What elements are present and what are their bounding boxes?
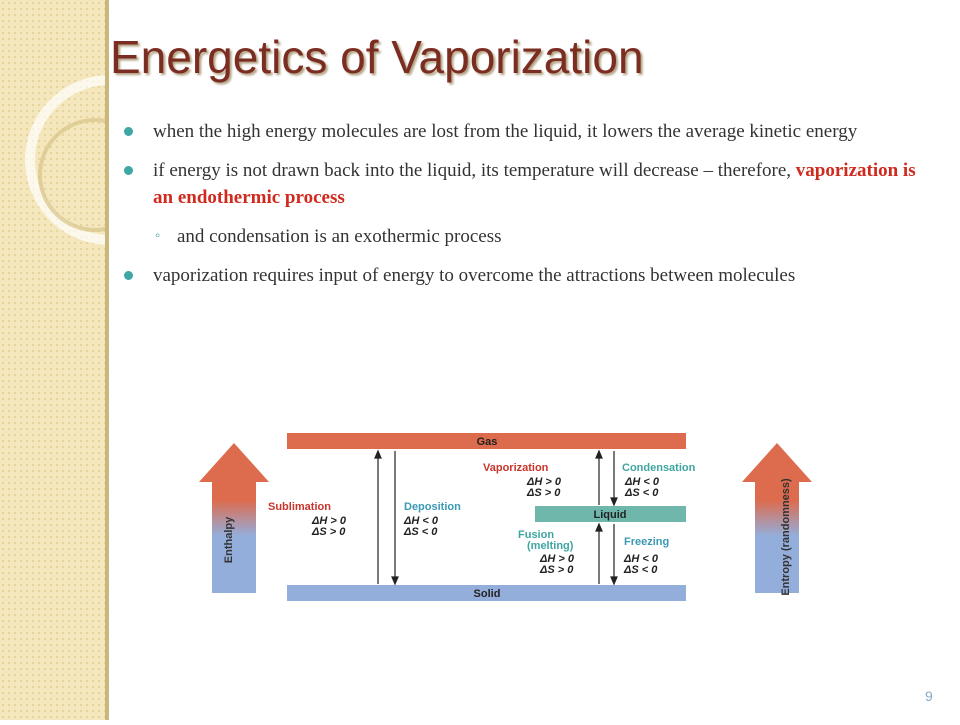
gas-bar xyxy=(287,433,686,449)
sidebar-edge-line xyxy=(105,0,109,720)
liquid-bar xyxy=(535,506,686,522)
deposition-ds: ΔS < 0 xyxy=(403,526,438,538)
bullet-list: when the high energy molecules are lost … xyxy=(124,118,920,301)
deposition-dh: ΔH < 0 xyxy=(403,515,439,527)
freezing-dh: ΔH < 0 xyxy=(623,553,659,565)
bullet-highlight-text: vaporization is an endothermic process xyxy=(153,160,916,208)
bullet-text-1: when the high energy molecules are lost … xyxy=(153,121,858,142)
gas-label: Gas xyxy=(477,436,498,448)
sub-bullet-text: and condensation is an exothermic proces… xyxy=(177,226,502,247)
entropy-label: Entropy (randomness) xyxy=(780,478,792,596)
fusion-dh: ΔH > 0 xyxy=(539,553,575,565)
page-number: 9 xyxy=(925,688,933,704)
sublimation-arrowhead xyxy=(374,449,382,459)
condensation-label: Condensation xyxy=(622,462,696,474)
bullet-text-3: vaporization requires input of energy to… xyxy=(153,265,796,286)
condensation-arrowhead xyxy=(610,497,618,507)
freezing-label: Freezing xyxy=(624,536,669,548)
vaporization-ds: ΔS > 0 xyxy=(526,487,561,499)
fusion-label-melting: (melting) xyxy=(527,540,574,552)
freezing-ds: ΔS < 0 xyxy=(623,564,658,576)
deposition-label: Deposition xyxy=(404,501,461,513)
decorative-sidebar xyxy=(0,0,195,720)
liquid-label: Liquid xyxy=(594,509,627,521)
bullet-dot xyxy=(124,271,133,280)
freezing-arrowhead xyxy=(610,576,618,586)
solid-bar xyxy=(287,585,686,601)
bullet-item-2: if energy is not drawn back into the liq… xyxy=(124,157,920,211)
bullet-dot xyxy=(124,127,133,136)
vaporization-label: Vaporization xyxy=(483,462,549,474)
condensation-ds: ΔS < 0 xyxy=(624,487,659,499)
sublimation-dh: ΔH > 0 xyxy=(311,515,347,527)
enthalpy-label: Enthalpy xyxy=(223,516,235,563)
fusion-label: Fusion xyxy=(518,529,554,541)
slide-title: Energetics of Vaporization xyxy=(110,31,644,83)
fusion-arrowhead xyxy=(595,522,603,532)
bullet-text-2: if energy is not drawn back into the liq… xyxy=(153,160,796,181)
bullet-item-1: when the high energy molecules are lost … xyxy=(124,118,920,145)
fusion-ds: ΔS > 0 xyxy=(539,564,574,576)
sub-bullet-item: ◦ and condensation is an exothermic proc… xyxy=(130,223,920,250)
sublimation-label: Sublimation xyxy=(268,501,331,513)
deposition-arrowhead xyxy=(391,576,399,586)
vaporization-arrowhead xyxy=(595,449,603,459)
sub-bullet-ring: ◦ xyxy=(155,228,161,244)
condensation-dh: ΔH < 0 xyxy=(624,476,660,488)
solid-label: Solid xyxy=(474,588,501,600)
sublimation-ds: ΔS > 0 xyxy=(311,526,346,538)
enthalpy-arrow xyxy=(199,443,269,593)
vaporization-dh: ΔH > 0 xyxy=(526,476,562,488)
entropy-arrow xyxy=(742,443,812,593)
bullet-item-3: vaporization requires input of energy to… xyxy=(124,262,920,289)
bullet-dot xyxy=(124,166,133,175)
